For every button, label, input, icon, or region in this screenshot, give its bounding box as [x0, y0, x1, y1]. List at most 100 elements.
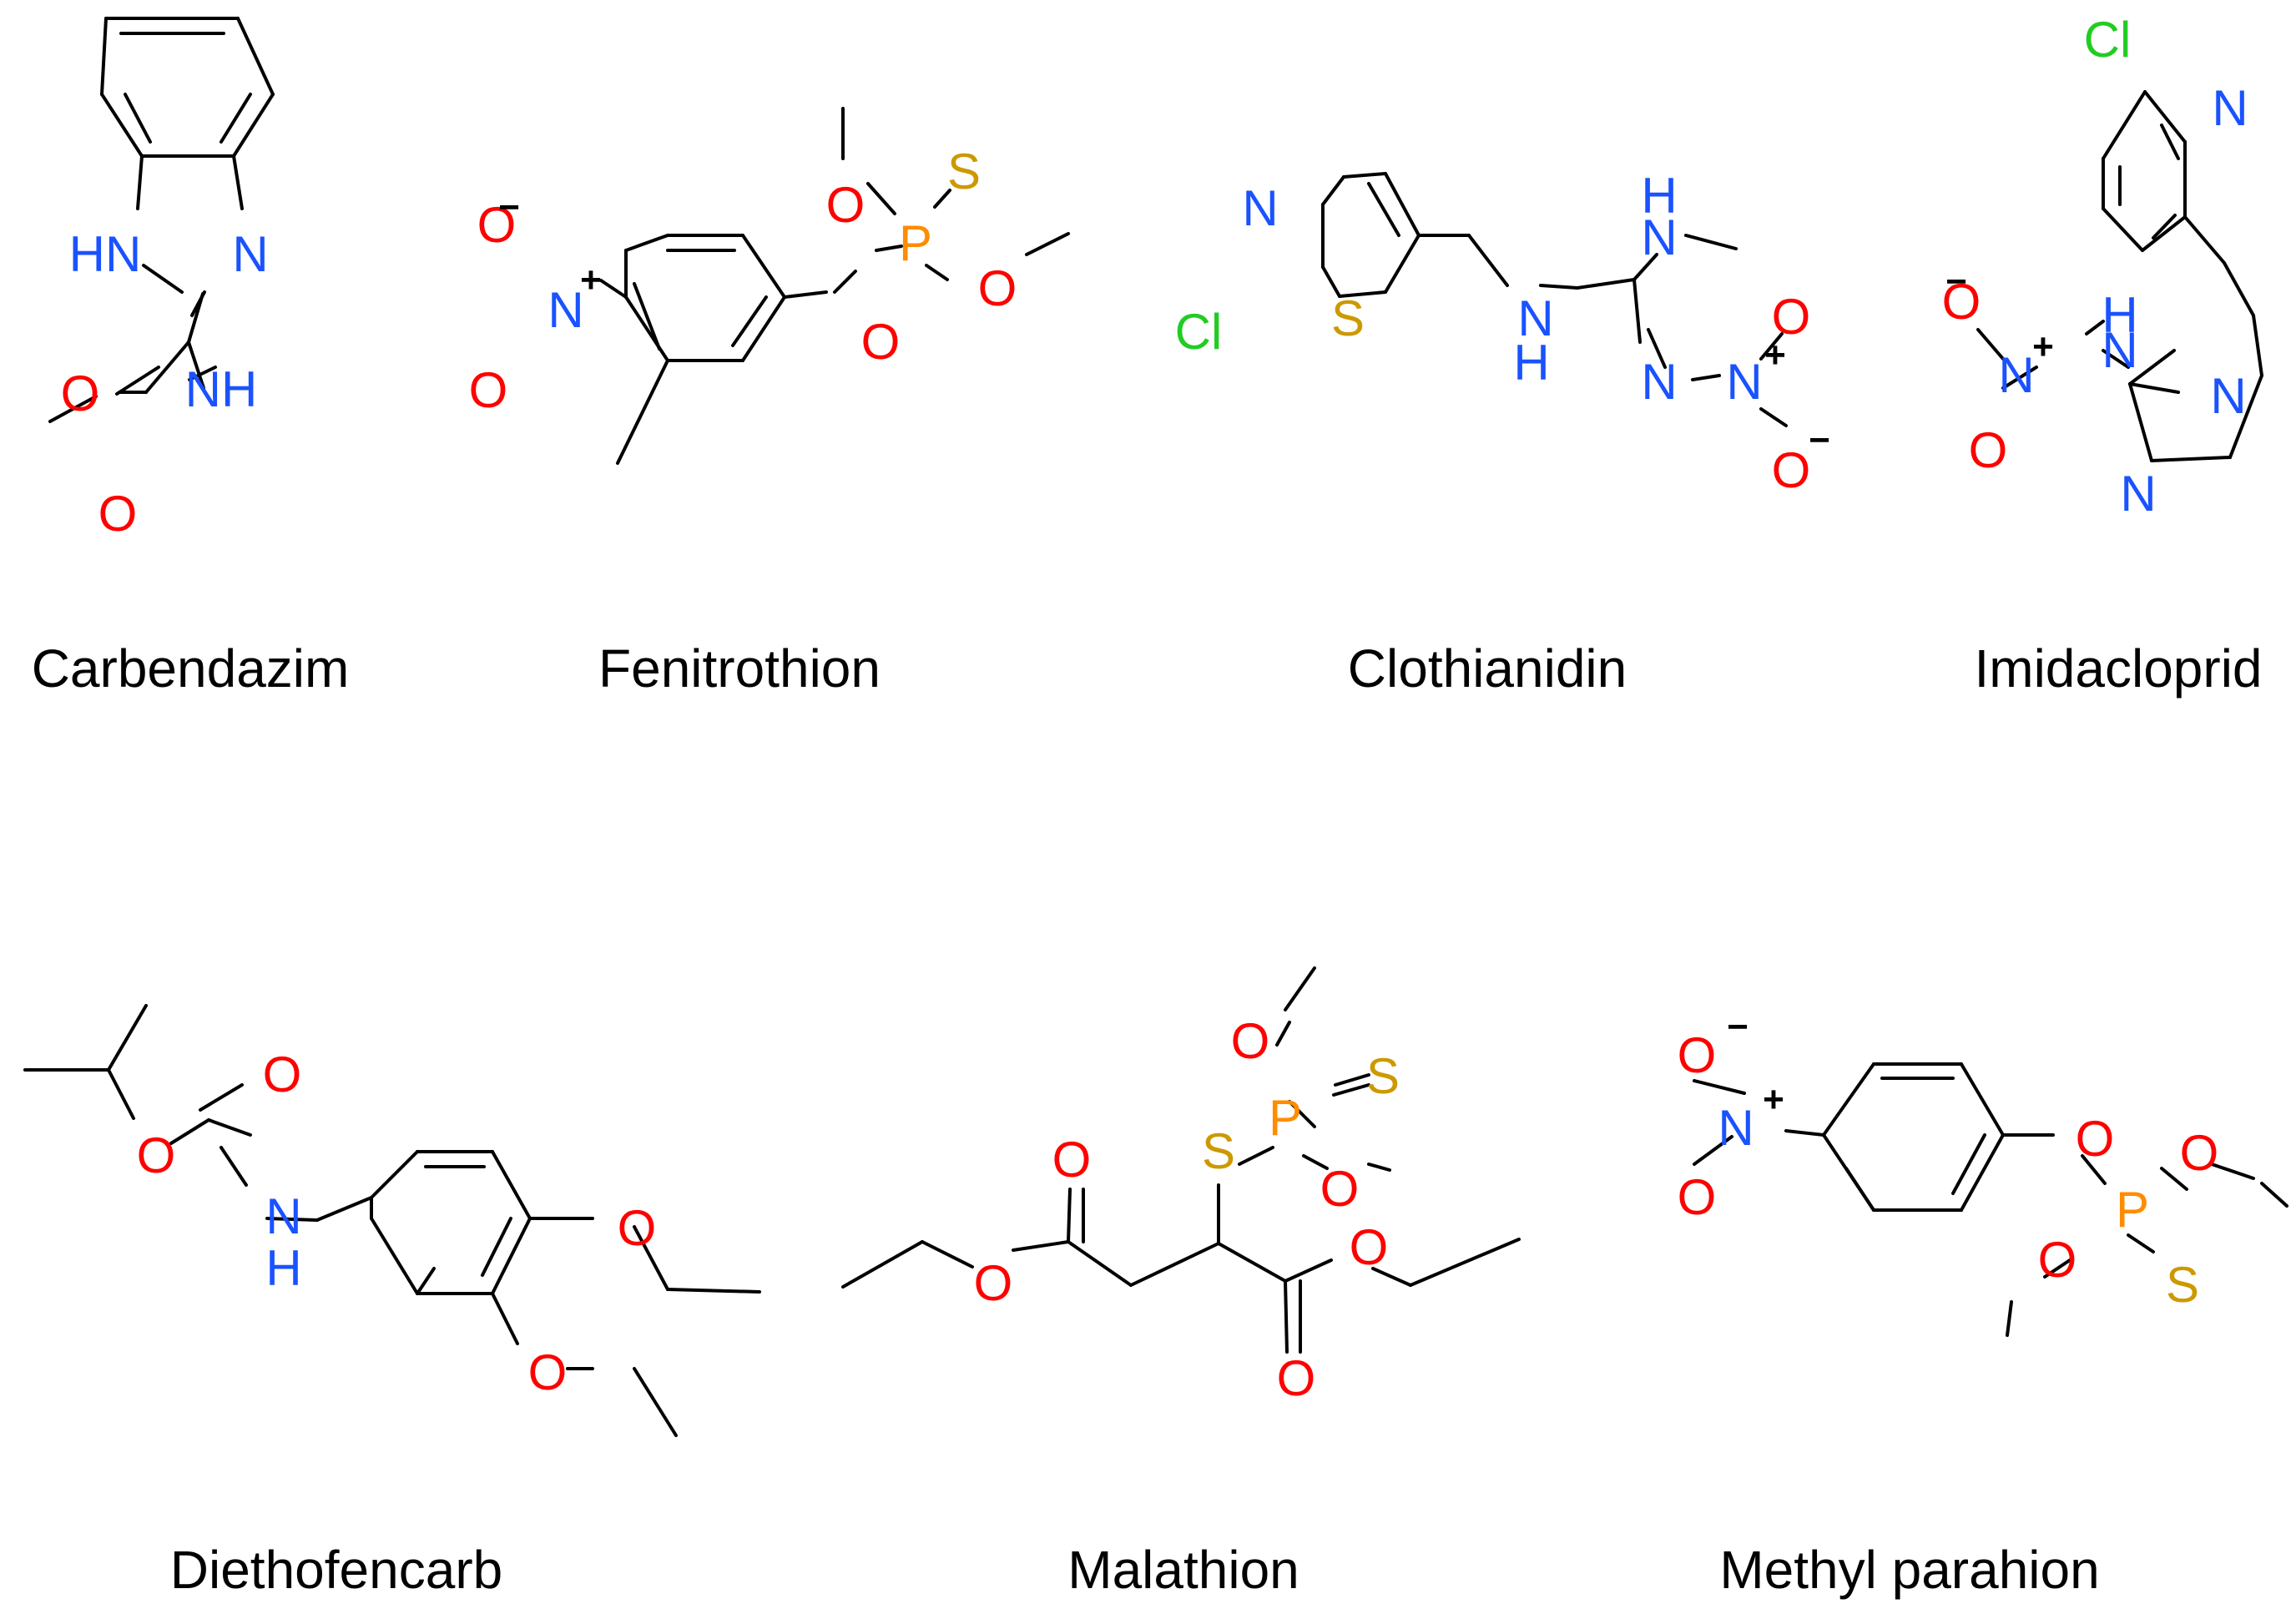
bond [1288, 1100, 1316, 1128]
bond [265, 1217, 319, 1222]
atom-label-N: N [1726, 354, 1762, 410]
bond [1822, 1062, 1875, 1137]
bond [107, 1068, 135, 1120]
atom-label-N: N [2120, 466, 2156, 522]
bond [1284, 966, 1316, 1011]
atom-label-N: N [1242, 180, 1278, 236]
bond [188, 366, 217, 381]
bond [1367, 182, 1400, 237]
atom-label-O: O [2180, 1125, 2219, 1181]
atom-label-O: O [826, 177, 865, 233]
atom-label-O: O [477, 197, 517, 253]
bond [1275, 1021, 1291, 1047]
atom-label-N: N [1641, 354, 1677, 410]
bond [491, 1292, 519, 1345]
bond [2102, 90, 2147, 160]
bond [48, 395, 98, 423]
atom-label-O: O [1277, 1350, 1316, 1406]
atom-label-N: N [2210, 368, 2246, 424]
atom-label-O: O [1772, 442, 1811, 498]
bond [1284, 1279, 1289, 1354]
atom-label-O: O [1942, 274, 1981, 330]
bond [416, 1267, 436, 1295]
atom-label-O: O [978, 260, 1017, 316]
atom-label-O: O [1231, 1013, 1270, 1069]
atom-label-O: O [2038, 1232, 2077, 1288]
bond [2128, 349, 2176, 386]
atom-label-S: S [1331, 290, 1365, 346]
bond [1338, 290, 1387, 298]
bond [2152, 214, 2177, 240]
atom-label-N: N [1998, 347, 2034, 403]
bond [107, 1004, 148, 1072]
bond [2085, 320, 2105, 335]
bond [2043, 1258, 2071, 1279]
bond [1384, 234, 1420, 294]
atom-label-Cl: Cl [2084, 12, 2132, 68]
atom-label-S: S [1202, 1123, 1235, 1179]
bond [866, 182, 896, 215]
atom-label-P: P [899, 215, 932, 271]
atom-label-charge: + [1764, 335, 1786, 376]
bond [491, 1150, 532, 1220]
bond-lines [23, 17, 2288, 1437]
atom-label-O: O [1052, 1132, 1092, 1188]
bond [1334, 1073, 1370, 1087]
atom-label-S: S [2166, 1257, 2199, 1313]
name-imidacloprid: Imidacloprid [1974, 638, 2263, 699]
atom-label-O: O [98, 486, 138, 542]
atom-label-P: P [1269, 1090, 1302, 1146]
bond [741, 295, 786, 362]
atom-label-charge: + [1763, 1079, 1784, 1120]
bond [1025, 232, 1070, 256]
bond [1759, 407, 1788, 427]
bond [2102, 349, 2130, 369]
bond [1576, 278, 1636, 290]
bond [624, 295, 669, 362]
bond [1844, 1167, 1875, 1212]
atom-label-S: S [1366, 1048, 1400, 1104]
bond [2102, 207, 2144, 252]
bond [921, 1240, 974, 1269]
atom-label-O: O [1678, 1027, 1717, 1083]
name-diethofencarb: Diethofencarb [169, 1540, 503, 1600]
bond [1647, 328, 1667, 369]
bond [100, 93, 144, 158]
atom-label-Cl: Cl [1175, 304, 1223, 360]
bond [2260, 1182, 2288, 1208]
bond [2001, 366, 2038, 390]
bond [190, 290, 206, 317]
atom-label-charge: − [1727, 1006, 1748, 1047]
atom-label-O: O [137, 1127, 176, 1183]
bond [2160, 124, 2180, 160]
bond [616, 359, 669, 465]
atom-label-N: H [1641, 168, 1677, 224]
bond [2210, 1163, 2255, 1180]
atom-label-N: N [1718, 1100, 1754, 1156]
bond [124, 93, 152, 144]
atom-label-S: S [947, 144, 981, 199]
bond [599, 279, 628, 299]
bond [1321, 265, 1341, 298]
bond [1759, 332, 1784, 361]
bond [1067, 1188, 1072, 1243]
bond [741, 234, 786, 299]
atom-label-O: O [974, 1255, 1013, 1311]
atom-label-N: N [232, 226, 268, 282]
bond [1784, 1129, 1825, 1137]
bond [370, 1150, 419, 1199]
bond [491, 1217, 532, 1295]
bond [1684, 234, 1738, 250]
bond [2150, 456, 2232, 462]
bond [1342, 172, 1387, 179]
bond [1238, 1146, 1274, 1166]
bond [1632, 278, 1642, 344]
bond [481, 1217, 512, 1277]
bond [1960, 1133, 2005, 1212]
bond [875, 245, 903, 252]
bond [1302, 1154, 1329, 1170]
bond [2128, 382, 2153, 462]
atom-label-N: N [548, 282, 583, 338]
bond [633, 1225, 669, 1291]
atom-label-O: O [263, 1047, 302, 1102]
